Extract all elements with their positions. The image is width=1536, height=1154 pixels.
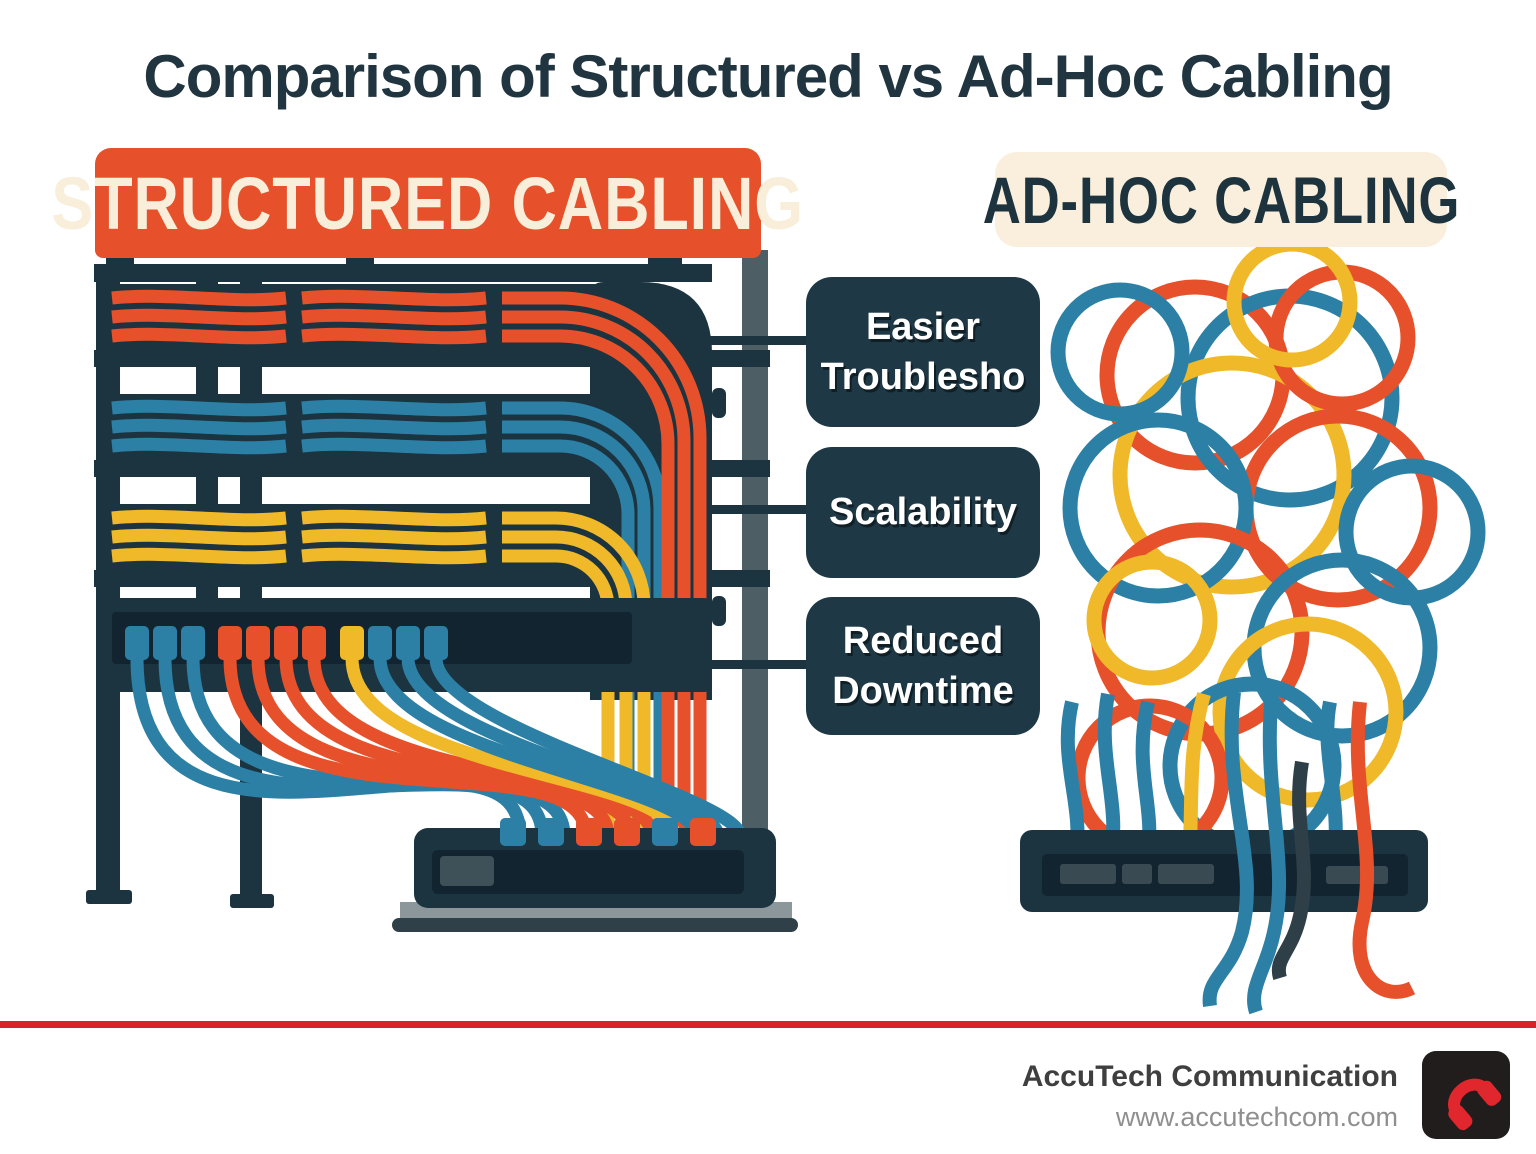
patch-cords (130, 656, 747, 839)
adhoc-hanging-cables (1202, 691, 1416, 1015)
benefit-badge-scalability: Scalability (806, 447, 1040, 578)
structured-switch (392, 818, 798, 932)
company-name: AccuTech Communication (1021, 1060, 1398, 1093)
adhoc-cabling-banner: AD-HOC CABLING (982, 152, 1459, 247)
structured-rack (86, 250, 812, 932)
badge-line: Downtime (832, 670, 1014, 712)
badge-line: Troublesho (820, 356, 1026, 398)
patch-panel (96, 598, 712, 692)
footer-text-block: AccuTech Communication www.accutechcom.c… (1022, 1060, 1398, 1133)
structured-banner-label: STRUCTURED CABLING (51, 161, 805, 245)
adhoc-switch (1020, 830, 1428, 912)
badge-connector-lines (700, 336, 812, 669)
page-title: Comparison of Structured vs Ad-Hoc Cabli… (143, 43, 1393, 110)
phone-icon (1448, 1078, 1502, 1131)
badge-line: Scalability (829, 491, 1017, 534)
company-logo (1422, 1051, 1510, 1139)
patch-ports (125, 626, 448, 660)
website-url: www.accutechcom.com (1115, 1102, 1398, 1132)
switch-plugs (500, 818, 716, 846)
badge-line: Easier (865, 305, 981, 348)
badge-line: Reduced (842, 619, 1004, 662)
footer-divider (0, 1021, 1536, 1028)
benefit-badge-reduced-downtime: Reduced Downtime (806, 597, 1040, 735)
structured-cabling-banner: STRUCTURED CABLING (52, 148, 803, 258)
tray-cables (111, 289, 487, 565)
adhoc-banner-label: AD-HOC CABLING (982, 162, 1460, 237)
benefit-badge-easier-troubleshooting: Easier Troublesho (806, 277, 1040, 427)
